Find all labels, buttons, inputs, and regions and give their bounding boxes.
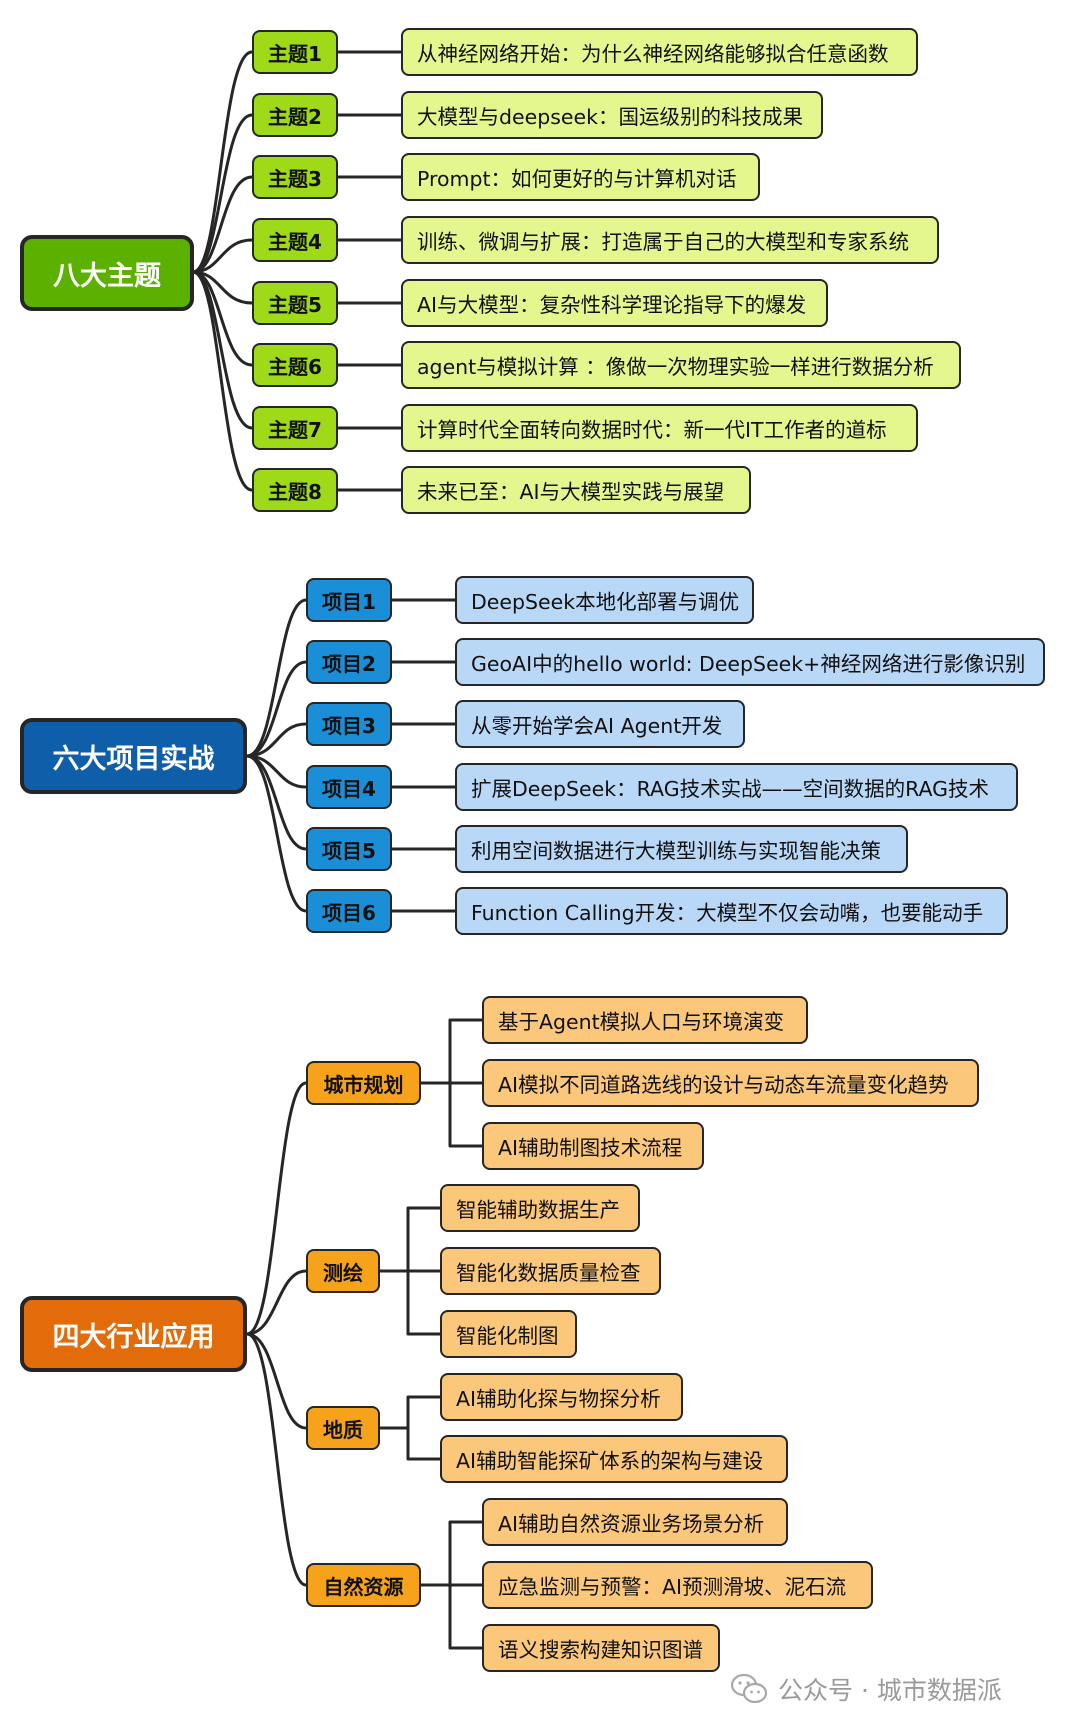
application-item: AI辅助智能探矿体系的架构与建设 — [440, 1435, 788, 1483]
root-eight-topics: 八大主题 — [20, 235, 194, 311]
application-item: 智能化制图 — [440, 1310, 577, 1358]
project-description: 利用空间数据进行大模型训练与实现智能决策 — [455, 825, 908, 873]
project-description: DeepSeek本地化部署与调优 — [455, 576, 754, 624]
application-item: 智能辅助数据生产 — [440, 1184, 640, 1232]
application-item: 语义搜索构建知识图谱 — [482, 1624, 720, 1672]
topic-node: 主题8 — [252, 468, 338, 512]
industry-natural-resources: 自然资源 — [306, 1563, 421, 1607]
topic-node: 主题1 — [252, 30, 338, 74]
project-description: Function Calling开发：大模型不仅会动嘴，也要能动手 — [455, 887, 1008, 935]
topic-description: 训练、微调与扩展：打造属于自己的大模型和专家系统 — [401, 216, 939, 264]
industry-geology: 地质 — [306, 1406, 380, 1450]
topic-node: 主题6 — [252, 343, 338, 387]
project-description: 从零开始学会AI Agent开发 — [455, 700, 745, 748]
project-node: 项目3 — [306, 702, 392, 746]
application-item: 智能化数据质量检查 — [440, 1247, 661, 1295]
topic-node: 主题7 — [252, 406, 338, 450]
root-six-projects: 六大项目实战 — [20, 718, 247, 794]
project-description: GeoAI中的hello world: DeepSeek+神经网络进行影像识别 — [455, 638, 1045, 686]
wechat-icon — [730, 1673, 768, 1704]
project-node: 项目2 — [306, 640, 392, 684]
application-item: AI模拟不同道路选线的设计与动态车流量变化趋势 — [482, 1059, 979, 1107]
topic-node: 主题2 — [252, 93, 338, 137]
topic-description: Prompt：如何更好的与计算机对话 — [401, 153, 760, 201]
application-item: AI辅助制图技术流程 — [482, 1122, 704, 1170]
topic-node: 主题4 — [252, 218, 338, 262]
topic-description: 未来已至：AI与大模型实践与展望 — [401, 466, 751, 514]
topic-description: 大模型与deepseek：国运级别的科技成果 — [401, 91, 823, 139]
industry-surveying: 测绘 — [306, 1249, 380, 1293]
project-node: 项目1 — [306, 578, 392, 622]
application-item: AI辅助化探与物探分析 — [440, 1373, 683, 1421]
topic-description: agent与模拟计算 ：像做一次物理实验一样进行数据分析 — [401, 341, 961, 389]
application-item: 基于Agent模拟人口与环境演变 — [482, 996, 808, 1044]
topic-description: 从神经网络开始：为什么神经网络能够拟合任意函数 — [401, 28, 918, 76]
project-description: 扩展DeepSeek：RAG技术实战——空间数据的RAG技术 — [455, 763, 1018, 811]
project-node: 项目4 — [306, 765, 392, 809]
watermark-text: 公众号 · 城市数据派 — [778, 1676, 1002, 1705]
application-item: AI辅助自然资源业务场景分析 — [482, 1498, 788, 1546]
topic-node: 主题5 — [252, 281, 338, 325]
root-four-industries: 四大行业应用 — [20, 1296, 247, 1372]
application-item: 应急监测与预警：AI预测滑坡、泥石流 — [482, 1561, 873, 1609]
industry-urban-planning: 城市规划 — [306, 1061, 421, 1105]
watermark: 公众号 · 城市数据派 — [730, 1667, 1002, 1711]
project-node: 项目6 — [306, 889, 392, 933]
topic-description: 计算时代全面转向数据时代：新一代IT工作者的道标 — [401, 404, 918, 452]
topic-description: AI与大模型：复杂性科学理论指导下的爆发 — [401, 279, 828, 327]
project-node: 项目5 — [306, 827, 392, 871]
topic-node: 主题3 — [252, 155, 338, 199]
